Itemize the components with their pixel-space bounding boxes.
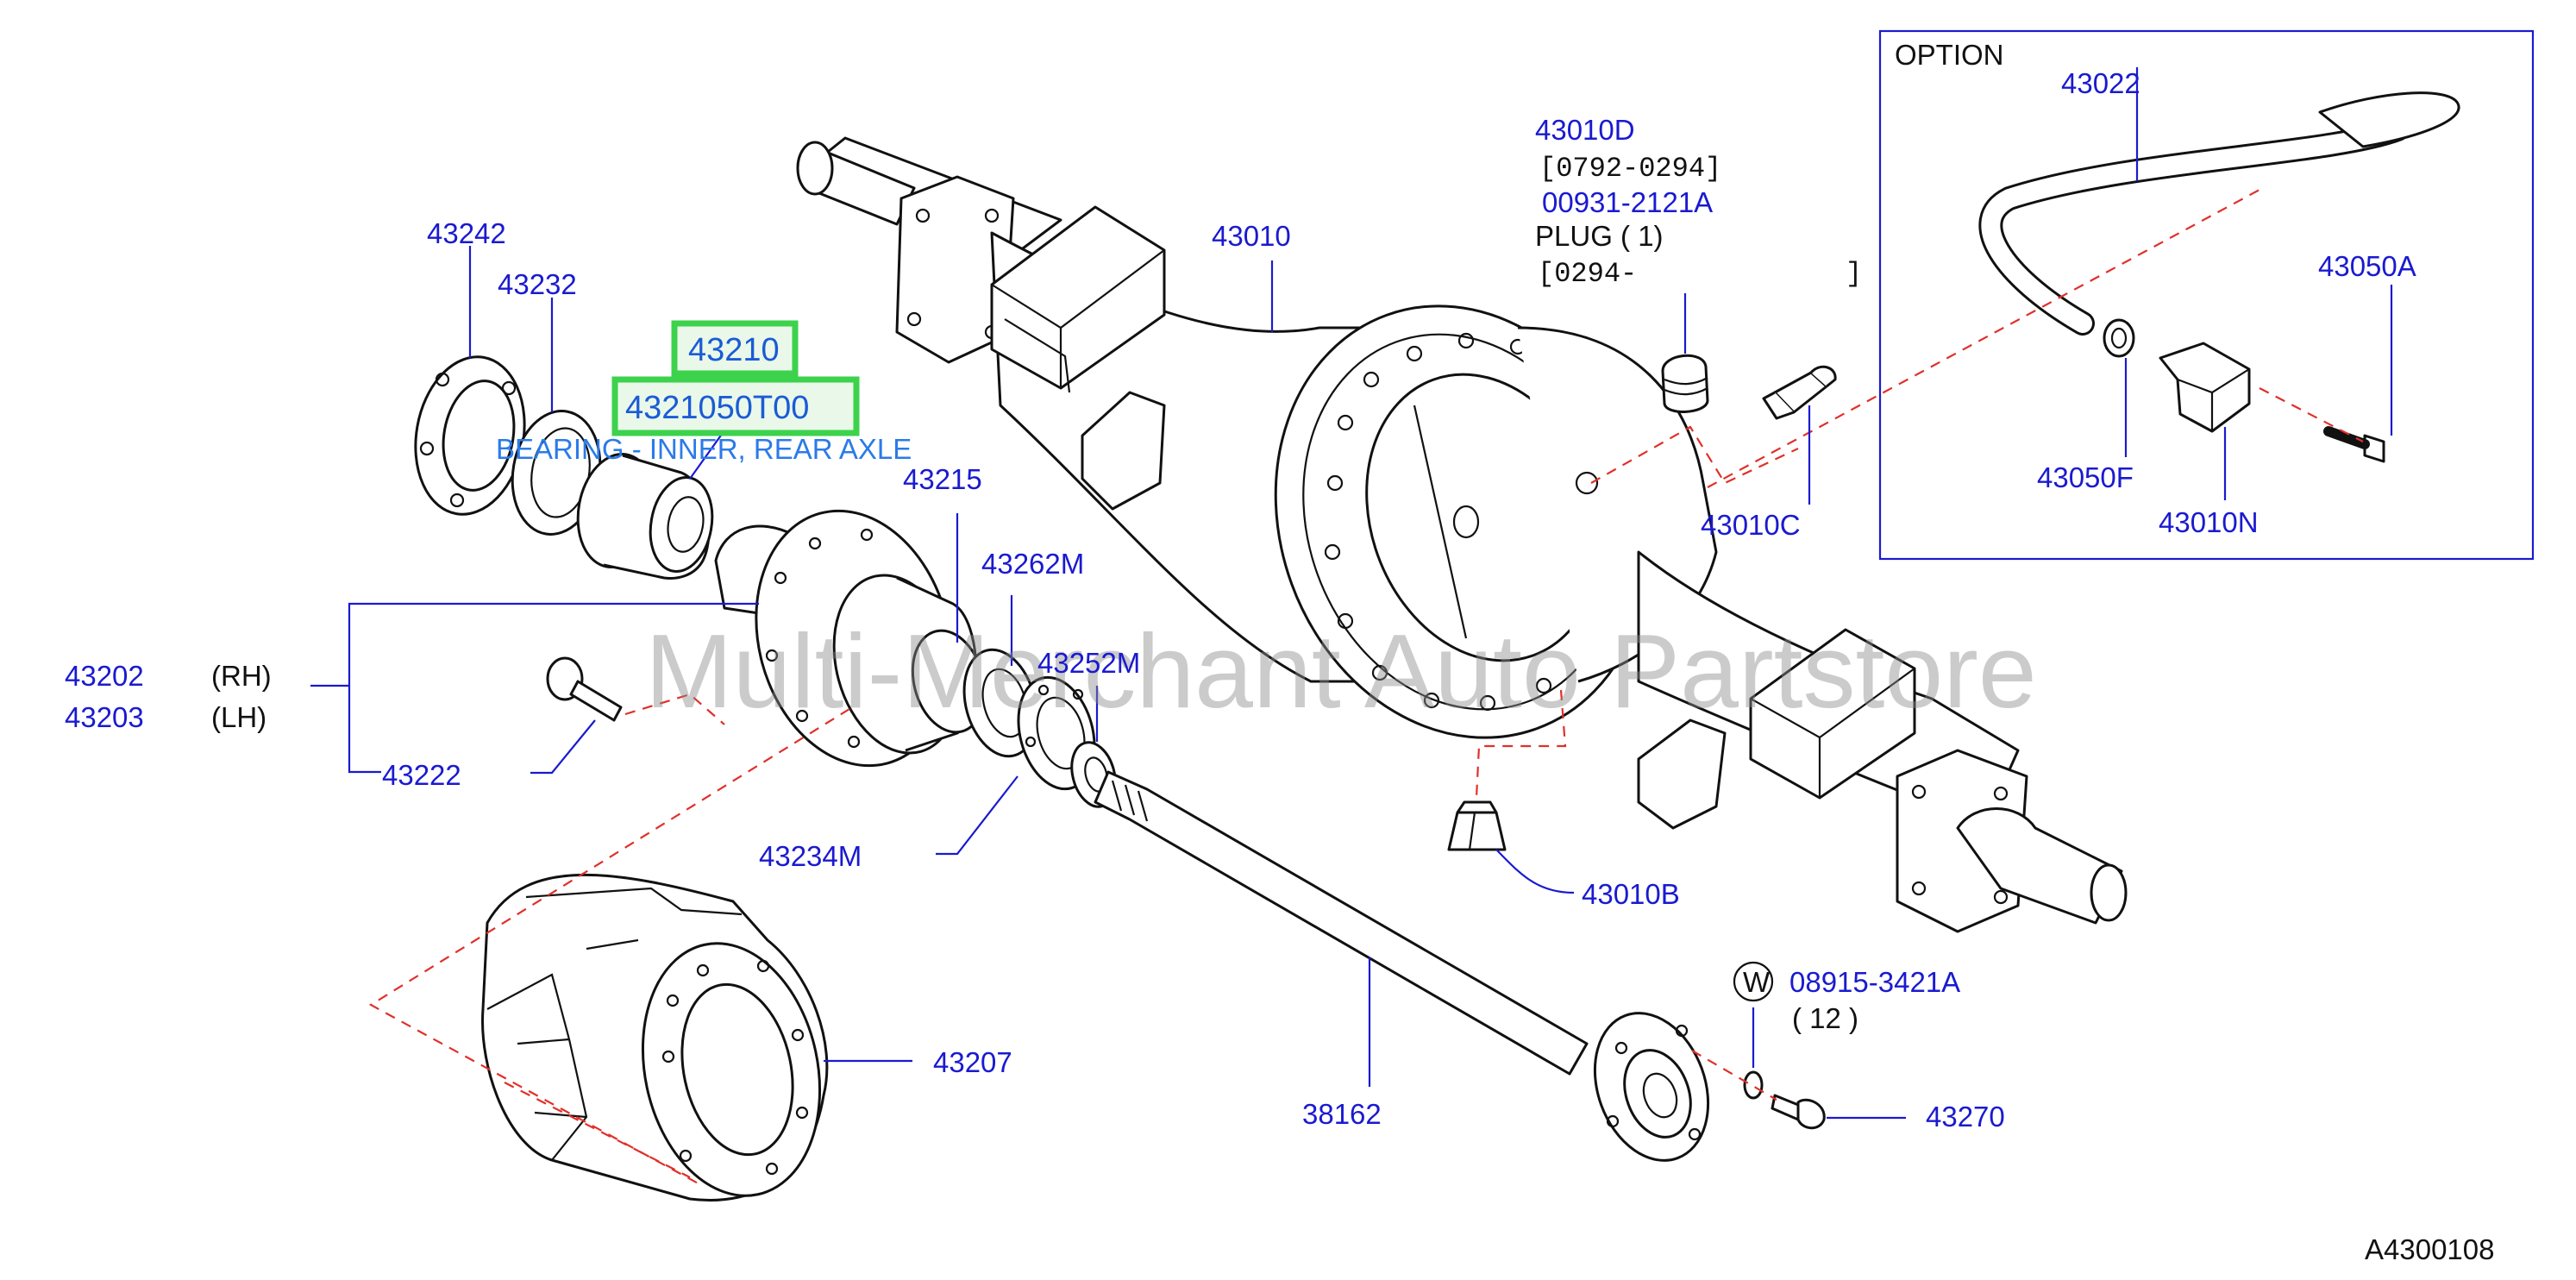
dash-bracket-bolt <box>2259 387 2364 442</box>
bearing-inner-part <box>576 453 714 580</box>
axle-housing-part <box>796 136 2128 933</box>
washer-callout-letter: W <box>1743 966 1771 998</box>
label-43050A[interactable]: 43050A <box>2318 250 2416 282</box>
dash-bolt-hub <box>624 693 725 725</box>
highlight-oem-number[interactable]: 4321050T00 <box>625 390 809 426</box>
label-43242[interactable]: 43242 <box>427 217 506 249</box>
dash-breather <box>1590 425 1799 485</box>
label-43232[interactable]: 43232 <box>498 268 577 300</box>
label-43207[interactable]: 43207 <box>933 1046 1012 1078</box>
retainer-43242-part <box>414 355 526 516</box>
label-lh: (LH) <box>211 701 266 733</box>
leader-bracket-hub <box>348 602 759 774</box>
label-38162[interactable]: 38162 <box>1302 1098 1382 1130</box>
option-box <box>1878 29 2535 561</box>
label-43215[interactable]: 43215 <box>903 463 982 495</box>
label-43010D[interactable]: 43010D <box>1535 114 1635 146</box>
washer-callout-circle <box>1733 961 1774 1002</box>
dash-shaft-bolt <box>1691 1050 1777 1101</box>
leader-43234M <box>936 775 1018 856</box>
label-43262M[interactable]: 43262M <box>981 548 1084 580</box>
highlight-description: BEARING - INNER, REAR AXLE <box>496 433 912 465</box>
axle-shaft-part <box>1094 770 1710 1162</box>
plug-part <box>1661 354 1709 413</box>
label-rh: (RH) <box>211 660 272 692</box>
label-43202[interactable]: 43202 <box>65 660 144 692</box>
drain-plug-part <box>1447 800 1507 851</box>
bolt-43050A-part <box>2323 426 2385 463</box>
label-plug: PLUG ( 1) <box>1535 220 1664 252</box>
label-range2: [0294- <box>1538 258 1637 290</box>
label-08915[interactable]: 08915-3421A <box>1789 966 1960 998</box>
label-43010N[interactable]: 43010N <box>2159 506 2259 538</box>
dash-drain <box>1475 689 1567 799</box>
label-43222[interactable]: 43222 <box>382 759 461 791</box>
breather-hose-part <box>1978 91 2460 336</box>
hub-bolt-part <box>546 656 623 722</box>
label-43010[interactable]: 43010 <box>1212 220 1291 252</box>
label-00931[interactable]: 00931-2121A <box>1542 186 1713 218</box>
label-43252M[interactable]: 43252M <box>1037 647 1140 679</box>
label-43234M[interactable]: 43234M <box>759 840 862 872</box>
leader-43222 <box>530 719 596 775</box>
label-qty12: ( 12 ) <box>1792 1002 1858 1034</box>
bracket-part <box>2159 342 2251 433</box>
diagram-code: A4300108 <box>2365 1233 2494 1265</box>
highlight-part-number[interactable]: 43210 <box>688 332 780 368</box>
label-43010C[interactable]: 43010C <box>1701 509 1801 541</box>
watermark: Multi-Merchant Auto Partstore <box>645 612 2037 730</box>
breather-part <box>1762 365 1837 420</box>
leader-43010B <box>1495 849 1575 894</box>
clamp-part <box>2103 318 2135 358</box>
label-range1: [0792-0294] <box>1539 153 1721 185</box>
brake-drum-part <box>481 873 829 1202</box>
label-43010B[interactable]: 43010B <box>1582 878 1680 910</box>
label-43203[interactable]: 43203 <box>65 701 144 733</box>
bolt-43270-part <box>1771 1094 1826 1130</box>
label-43270[interactable]: 43270 <box>1926 1101 2005 1133</box>
option-label: OPTION <box>1895 39 2004 71</box>
label-43022[interactable]: 43022 <box>2061 67 2140 99</box>
dash-option <box>1707 189 2260 488</box>
label-range2-end: ] <box>1846 258 1862 290</box>
label-43050F[interactable]: 43050F <box>2037 461 2134 493</box>
highlight-part-box[interactable] <box>671 320 799 377</box>
dash-drum <box>368 708 850 1187</box>
lock-washer-part <box>1743 1070 1764 1100</box>
highlight-oem-box[interactable] <box>611 376 860 436</box>
